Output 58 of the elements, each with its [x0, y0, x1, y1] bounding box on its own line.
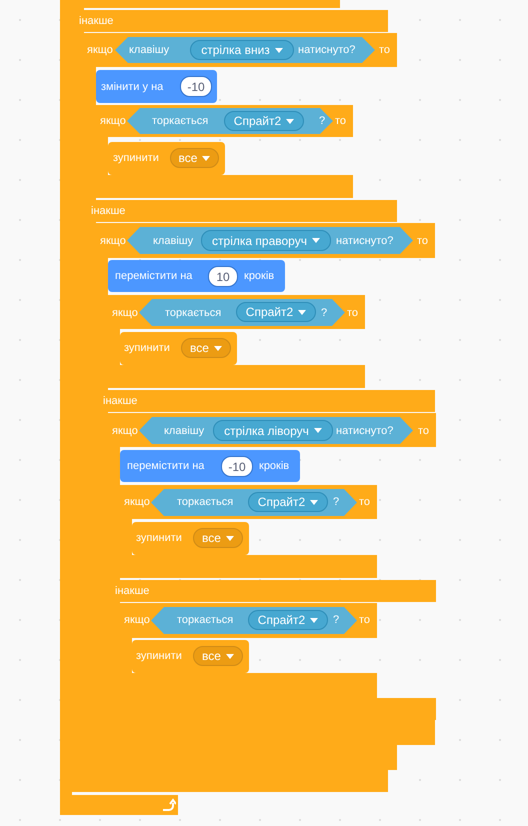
block-label: перемістити на — [127, 459, 204, 473]
block-label: клавішу — [129, 43, 170, 57]
block-label: зупинити — [136, 531, 182, 545]
block-label: то — [379, 43, 390, 57]
block-label: клавішу — [153, 234, 194, 248]
block-label: якщо — [124, 495, 150, 509]
dropdown-menu: стрілка вниз — [190, 40, 294, 60]
motion-block — [96, 70, 217, 103]
block-label: інакше — [115, 584, 150, 598]
dropdown-menu: все — [170, 148, 219, 168]
number-input: -10 — [221, 456, 253, 477]
block-label: зупинити — [136, 649, 182, 663]
dropdown-menu: Спрайт2 — [224, 111, 304, 131]
block-label: то — [335, 114, 346, 128]
block-label: то — [359, 613, 370, 627]
number-input: 10 — [208, 266, 238, 287]
block-label: торкається — [165, 306, 222, 320]
block-label: натиснуто? — [336, 234, 394, 248]
block-label: ? — [319, 114, 326, 128]
block-label: то — [359, 495, 370, 509]
block-label: ? — [321, 306, 328, 320]
block-label: кроків — [259, 459, 290, 473]
block-label: зупинити — [124, 341, 170, 355]
dropdown-menu: стрілка ліворуч — [213, 420, 333, 441]
block-label: кроків — [244, 269, 274, 283]
block-label: зупинити — [113, 151, 159, 165]
block-label: інакше — [79, 14, 114, 28]
block-label: клавішу — [164, 424, 204, 438]
motion-block — [108, 260, 285, 292]
block-label: натиснуто? — [298, 43, 356, 57]
block-label: інакше — [103, 394, 138, 408]
block-label: якщо — [112, 424, 138, 438]
block-label: якщо — [112, 306, 138, 320]
block-label: то — [418, 424, 430, 438]
block-label: змінити у на — [101, 80, 164, 94]
block-label: торкається — [152, 114, 208, 128]
block-label: торкається — [177, 495, 234, 509]
block-label: натиснуто? — [336, 424, 394, 438]
dropdown-menu: Спрайт2 — [248, 492, 328, 512]
block-label: торкається — [177, 613, 234, 627]
dropdown-menu: все — [193, 646, 243, 666]
block-label: ? — [333, 495, 340, 509]
block-label: перемістити на — [115, 269, 192, 283]
dropdown-menu: Спрайт2 — [248, 610, 328, 630]
block-label: ? — [333, 613, 340, 627]
block-label: якщо — [100, 234, 126, 248]
dropdown-menu: все — [193, 528, 243, 548]
block-label: якщо — [100, 114, 126, 128]
block-label: якщо — [124, 613, 150, 627]
motion-block — [120, 450, 300, 482]
number-input: -10 — [180, 76, 212, 97]
block-label: то — [347, 306, 358, 320]
block-label: інакше — [91, 204, 126, 218]
dropdown-menu: все — [181, 338, 231, 358]
block-label: якщо — [87, 43, 113, 57]
dropdown-menu: стрілка праворуч — [201, 230, 331, 251]
block-label: то — [417, 234, 428, 248]
dropdown-menu: Спрайт2 — [236, 302, 316, 322]
